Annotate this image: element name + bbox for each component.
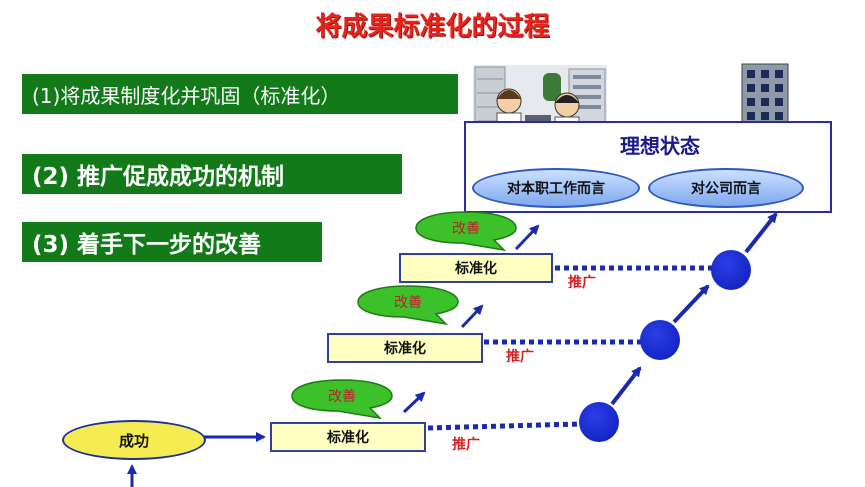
step-3-text: (3) 着手下一步的改善 [32,232,262,258]
standardize-text-2: 标准化 [384,341,426,357]
step-3-bar: (3) 着手下一步的改善 [22,222,322,262]
step-1-text: (1)将成果制度化并巩固（标准化） [32,83,341,108]
standardize-box-2: 标准化 [327,333,483,363]
dot-arrow-1 [610,366,642,406]
dot-arrow-3 [744,212,778,254]
step-2-text: (2) 推广促成成功的机制 [32,164,285,190]
page-title: 将成果标准化的过程 [315,12,550,42]
promote-node-1 [579,402,619,442]
ideal-state-label: 理想状态 [620,134,700,158]
step-arrow-3 [514,224,540,251]
success-text: 成功 [118,431,149,450]
ideal-own-job-text: 对本职工作而言 [507,181,605,197]
improve-text-1: 改善 [328,389,356,405]
step-1-bar: (1)将成果制度化并巩固（标准化） [22,74,458,114]
improve-text-2: 改善 [394,295,422,311]
promote-label-2: 推广 [506,349,534,365]
promote-node-2 [640,320,680,360]
dot-arrow-2 [672,284,710,324]
ideal-company-text: 对公司而言 [691,181,761,197]
improve-callout-2: 改善 [354,284,462,326]
improve-callout-3: 改善 [412,210,520,252]
standardize-text-3: 标准化 [455,261,497,277]
standardize-box-3: 标准化 [399,253,553,283]
standardize-box-1: 标准化 [270,422,426,452]
promote-line-1 [427,421,581,431]
promote-label-1: 推广 [452,437,480,453]
promote-label-3: 推广 [568,275,596,291]
promote-node-3 [711,250,751,290]
improve-callout-1: 改善 [288,378,396,420]
success-ellipse: 成功 [62,420,206,460]
ideal-own-job-ellipse: 对本职工作而言 [472,168,640,208]
step-2-bar: (2) 推广促成成功的机制 [22,154,402,194]
step-arrow-2 [460,304,484,329]
improve-text-3: 改善 [452,221,480,237]
standardize-text-1: 标准化 [327,430,369,446]
step-arrow-1 [402,391,426,414]
ideal-company-ellipse: 对公司而言 [648,168,804,208]
